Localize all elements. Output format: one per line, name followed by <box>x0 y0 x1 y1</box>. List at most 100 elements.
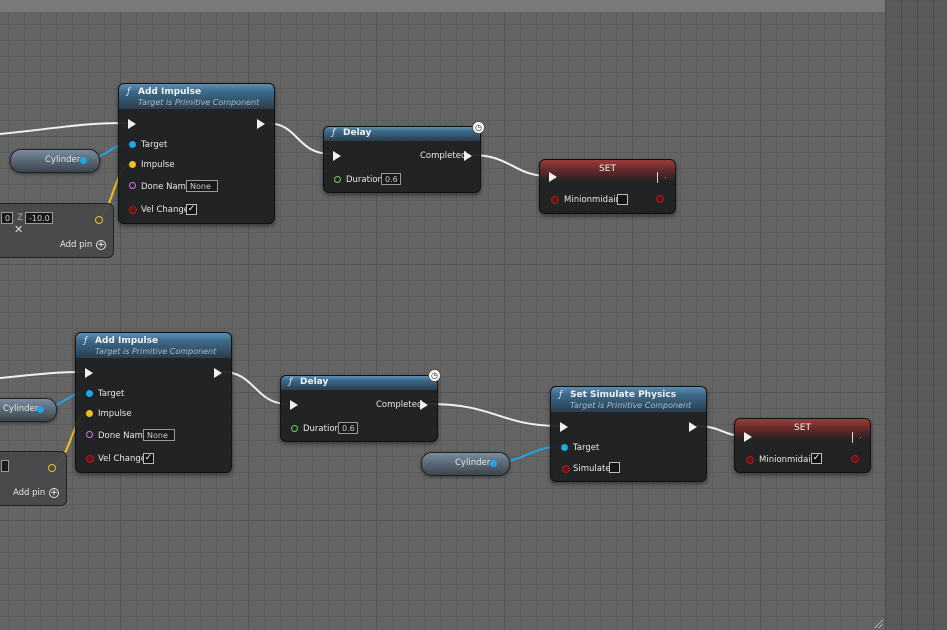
done-name-label: Done Name <box>98 431 149 441</box>
simulate-checkbox[interactable] <box>609 462 620 473</box>
impulse-pin[interactable] <box>129 161 136 168</box>
node-title: Delay <box>343 128 372 138</box>
cylinder-variable-node[interactable]: Cylinder <box>10 149 100 173</box>
set-variable-node[interactable]: SET Minionmidair <box>539 159 676 214</box>
checkmark-icon: ✓ <box>187 204 196 214</box>
exec-output-pin[interactable] <box>214 368 222 378</box>
function-icon: ƒ <box>289 377 293 387</box>
target-label: Target <box>98 389 125 399</box>
simulate-label: Simulate <box>573 464 611 474</box>
plus-circle-icon[interactable]: + <box>96 240 106 250</box>
minionmidair-checkbox[interactable]: ✓ <box>811 453 822 464</box>
cylinder-variable-node[interactable]: Cylinder <box>0 398 57 422</box>
minionmidair-output-pin[interactable] <box>656 195 664 203</box>
x-icon[interactable]: ✕ <box>14 223 24 236</box>
checkmark-icon: ✓ <box>144 453 153 463</box>
cylinder-variable-node[interactable]: Cylinder <box>421 452 510 476</box>
completed-label: Completed <box>376 400 423 410</box>
graph-top-bar <box>0 0 885 12</box>
duration-field[interactable]: 0.6 <box>338 422 358 434</box>
set-variable-node[interactable]: SET Minionmidair ✓ <box>734 418 871 473</box>
add-pin-label: Add pin <box>60 240 93 250</box>
value-field[interactable] <box>1 460 9 472</box>
resize-grip-icon[interactable] <box>873 618 883 628</box>
cylinder-output-pin[interactable] <box>37 406 44 413</box>
exec-wire <box>222 371 289 405</box>
z-axis-label: Z <box>17 213 23 223</box>
impulse-label: Impulse <box>98 409 132 419</box>
exec-input-pin[interactable] <box>560 422 568 432</box>
exec-input-pin[interactable] <box>549 172 557 182</box>
target-pin[interactable] <box>129 141 136 148</box>
cylinder-label: Cylinder <box>455 458 491 468</box>
node-title: Add Impulse <box>95 336 159 346</box>
exec-wire <box>471 154 549 177</box>
duration-pin[interactable] <box>334 176 341 183</box>
exec-input-pin[interactable] <box>333 151 341 161</box>
node-title: Set Simulate Physics <box>570 390 677 400</box>
minionmidair-input-pin[interactable] <box>746 456 754 464</box>
exec-output-pin[interactable] <box>420 400 428 410</box>
add-pin-label: Add pin <box>13 488 46 498</box>
exec-input-pin[interactable] <box>290 400 298 410</box>
delay-node[interactable]: ƒ Delay ◷ Completed Duration 0.6 <box>280 369 441 442</box>
duration-label: Duration <box>303 424 340 434</box>
target-pin[interactable] <box>86 390 93 397</box>
function-icon: ƒ <box>127 87 131 97</box>
make-vector-node[interactable]: Add pin + <box>0 451 67 506</box>
cylinder-label: Cylinder <box>3 404 39 414</box>
duration-pin[interactable] <box>291 425 298 432</box>
checkmark-icon: ✓ <box>812 453 821 463</box>
cylinder-output-pin[interactable] <box>80 157 87 164</box>
minionmidair-input-pin[interactable] <box>551 196 559 204</box>
vel-change-checkbox[interactable]: ✓ <box>143 453 154 464</box>
minionmidair-output-pin[interactable] <box>851 455 859 463</box>
make-vector-node[interactable]: 0 Z -10.0 ✕ Add pin + <box>0 203 114 258</box>
minionmidair-checkbox[interactable] <box>617 194 628 205</box>
duration-label: Duration <box>346 175 383 185</box>
node-title: Add Impulse <box>138 87 202 97</box>
plus-circle-icon[interactable]: + <box>49 488 59 498</box>
done-name-pin[interactable] <box>86 431 93 438</box>
done-name-label: Done Name <box>141 182 192 192</box>
vel-change-checkbox[interactable]: ✓ <box>186 204 197 215</box>
exec-output-pin[interactable] <box>689 422 697 432</box>
simulate-pin[interactable] <box>562 465 570 473</box>
vel-change-label: Vel Change <box>141 205 189 215</box>
done-name-field[interactable]: None <box>143 429 175 441</box>
cylinder-label: Cylinder <box>45 155 81 165</box>
exec-output-pin[interactable] <box>464 151 472 161</box>
exec-input-pin[interactable] <box>128 119 136 129</box>
impulse-pin[interactable] <box>86 410 93 417</box>
delay-node[interactable]: ƒ Delay ◷ Completed Duration 0.6 <box>323 121 485 193</box>
minionmidair-label: Minionmidair <box>564 195 620 205</box>
completed-label: Completed <box>420 151 467 161</box>
vel-change-pin[interactable] <box>86 455 94 463</box>
add-impulse-node[interactable]: ƒ Add Impulse Target is Primitive Compon… <box>75 332 232 473</box>
x-value-field[interactable]: 0 <box>1 212 13 224</box>
node-title: SET <box>599 164 616 174</box>
exec-wire <box>265 122 333 155</box>
graph-side-panel[interactable] <box>885 0 947 630</box>
set-simulate-physics-node[interactable]: ƒ Set Simulate Physics Target is Primiti… <box>550 386 707 482</box>
node-subtitle: Target is Primitive Component <box>95 347 217 356</box>
clock-icon: ◷ <box>472 121 485 134</box>
exec-input-pin[interactable] <box>85 368 93 378</box>
z-value-field[interactable]: -10.0 <box>25 212 53 224</box>
exec-output-pin[interactable] <box>257 119 265 129</box>
function-icon: ƒ <box>559 390 563 400</box>
vector-output-pin[interactable] <box>95 216 103 224</box>
vel-change-pin[interactable] <box>129 206 137 214</box>
target-pin[interactable] <box>561 444 568 451</box>
cylinder-output-pin[interactable] <box>490 460 497 467</box>
node-title: Delay <box>300 377 329 387</box>
done-name-field[interactable]: None <box>186 180 218 192</box>
exec-input-pin[interactable] <box>744 432 752 442</box>
add-impulse-node[interactable]: ƒ Add Impulse Target is Primitive Compon… <box>118 83 275 224</box>
duration-field[interactable]: 0.6 <box>381 173 401 185</box>
node-subtitle: Target is Primitive Component <box>138 98 260 107</box>
target-label: Target <box>573 443 600 453</box>
done-name-pin[interactable] <box>129 182 136 189</box>
vector-output-pin[interactable] <box>48 464 56 472</box>
exec-wire <box>429 403 561 427</box>
